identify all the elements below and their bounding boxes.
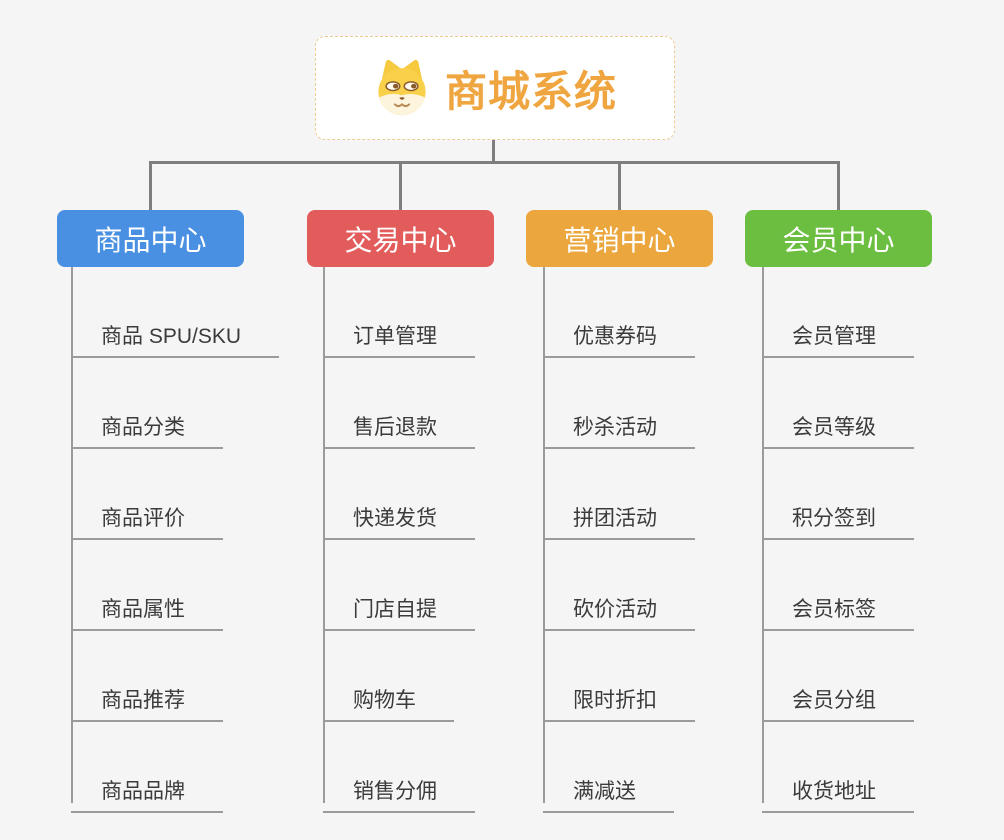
mindmap-child-node[interactable]: 积分签到 (762, 449, 914, 540)
branch-label: 商品中心 (94, 224, 207, 256)
child-label: 商品品牌 (101, 780, 185, 803)
child-label: 商品推荐 (101, 689, 185, 712)
mindmap-child-node[interactable]: 门店自提 (323, 540, 475, 631)
branch-node-product-center[interactable]: 商品中心 (57, 210, 244, 267)
child-label: 商品属性 (101, 598, 185, 621)
mindmap-child-node[interactable]: 售后退款 (323, 358, 475, 449)
branch-spine-line (543, 267, 545, 803)
branch-children-product: 商品 SPU/SKU 商品分类 商品评价 商品属性 商品推荐 商品品牌 (71, 267, 280, 813)
root-title: 商城系统 (444, 67, 617, 115)
connector-stub-trade (399, 161, 402, 210)
child-label: 购物车 (353, 689, 416, 712)
mindmap-child-node[interactable]: 订单管理 (323, 267, 475, 358)
mindmap-child-node[interactable]: 快递发货 (323, 449, 475, 540)
child-label: 订单管理 (353, 325, 437, 348)
branch-spine-line (323, 267, 325, 803)
branch-children-trade: 订单管理 售后退款 快递发货 门店自提 购物车 销售分佣 (323, 267, 475, 813)
child-label: 秒杀活动 (573, 416, 657, 439)
shiba-dog-icon (378, 59, 426, 116)
connector-stub-marketing (618, 161, 621, 210)
child-label: 会员管理 (792, 325, 876, 348)
child-label: 门店自提 (353, 598, 437, 621)
mindmap-child-node[interactable]: 拼团活动 (543, 449, 695, 540)
mindmap-child-node[interactable]: 砍价活动 (543, 540, 695, 631)
child-label: 快递发货 (353, 507, 437, 530)
child-label: 会员标签 (792, 598, 876, 621)
mindmap-child-node[interactable]: 会员分组 (762, 631, 914, 722)
mindmap-child-node[interactable]: 商品分类 (71, 358, 223, 449)
mindmap-child-node[interactable]: 限时折扣 (543, 631, 695, 722)
child-label: 商品分类 (101, 416, 185, 439)
child-label: 销售分佣 (353, 780, 437, 803)
mindmap-child-node[interactable]: 商品属性 (71, 540, 223, 631)
child-label: 优惠券码 (573, 325, 657, 348)
branch-label: 营销中心 (563, 224, 676, 256)
branch-node-marketing-center[interactable]: 营销中心 (526, 210, 713, 267)
mindmap-child-node[interactable]: 购物车 (323, 631, 454, 722)
mindmap-child-node[interactable]: 收货地址 (762, 722, 914, 813)
connector-stub-member (837, 161, 840, 210)
mindmap-child-node[interactable]: 优惠券码 (543, 267, 695, 358)
branch-node-trade-center[interactable]: 交易中心 (307, 210, 494, 267)
branch-label: 会员中心 (782, 224, 895, 256)
mindmap-child-node[interactable]: 商品 SPU/SKU (71, 267, 280, 358)
child-label: 拼团活动 (573, 507, 657, 530)
branch-spine-line (71, 267, 73, 803)
branch-label: 交易中心 (344, 224, 457, 256)
child-label: 收货地址 (792, 780, 876, 803)
mindmap-child-node[interactable]: 会员标签 (762, 540, 914, 631)
mindmap-child-node[interactable]: 商品推荐 (71, 631, 223, 722)
mindmap-child-node[interactable]: 会员等级 (762, 358, 914, 449)
mindmap-child-node[interactable]: 满减送 (543, 722, 674, 813)
branch-children-member: 会员管理 会员等级 积分签到 会员标签 会员分组 收货地址 (762, 267, 914, 813)
child-label: 砍价活动 (573, 598, 657, 621)
branch-spine-line (762, 267, 764, 803)
branch-children-marketing: 优惠券码 秒杀活动 拼团活动 砍价活动 限时折扣 满减送 (543, 267, 695, 813)
mindmap-child-node[interactable]: 商品评价 (71, 449, 223, 540)
child-label: 会员分组 (792, 689, 876, 712)
root-node[interactable]: 商城系统 (315, 36, 675, 140)
connector-stub-product (149, 161, 152, 210)
mindmap-child-node[interactable]: 秒杀活动 (543, 358, 695, 449)
connector-root-vertical (492, 140, 495, 163)
mindmap-child-node[interactable]: 会员管理 (762, 267, 914, 358)
mindmap-child-node[interactable]: 销售分佣 (323, 722, 475, 813)
child-label: 积分签到 (792, 507, 876, 530)
child-label: 会员等级 (792, 416, 876, 439)
child-label: 满减送 (573, 780, 636, 803)
child-label: 售后退款 (353, 416, 437, 439)
child-label: 商品 SPU/SKU (101, 325, 242, 348)
child-label: 商品评价 (101, 507, 185, 530)
mindmap-child-node[interactable]: 商品品牌 (71, 722, 223, 813)
child-label: 限时折扣 (573, 689, 657, 712)
connector-horizontal (149, 161, 840, 164)
branch-node-member-center[interactable]: 会员中心 (745, 210, 932, 267)
